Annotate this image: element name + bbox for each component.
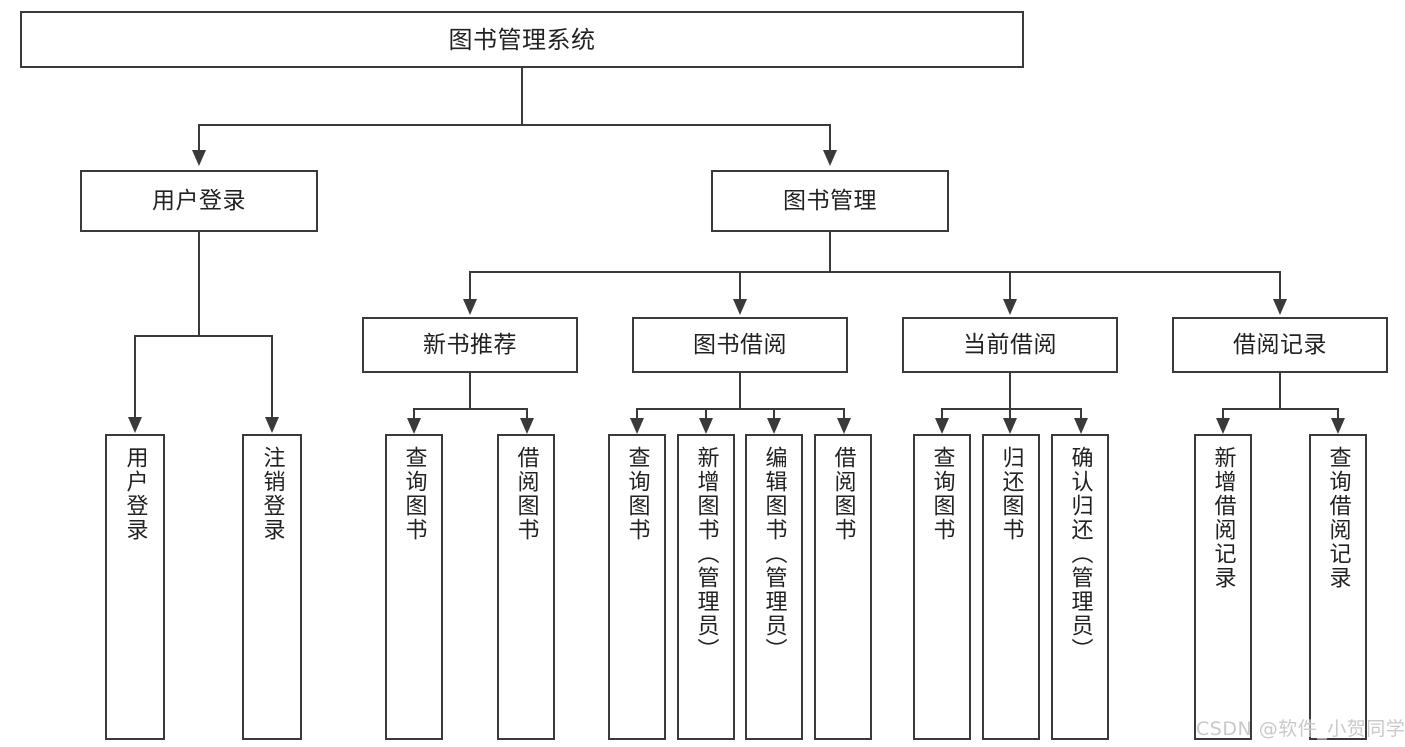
connector-newbook-bus bbox=[413, 408, 527, 410]
node-label: 归还图书 bbox=[998, 446, 1024, 542]
leaf-borrow-edit-book-admin[interactable]: 编辑图书（管理员） bbox=[745, 434, 803, 740]
arrow-borrow-to-leaf4 bbox=[837, 418, 851, 434]
node-label: 借阅图书 bbox=[830, 446, 856, 542]
connector-root-to-login bbox=[198, 124, 200, 152]
node-label: 查询借阅记录 bbox=[1325, 446, 1351, 590]
arrow-borrow-to-leaf1 bbox=[630, 418, 644, 434]
connector-login-stem bbox=[198, 232, 200, 336]
connector-borrow-to-leaf1 bbox=[636, 408, 638, 420]
node-root-system[interactable]: 图书管理系统 bbox=[20, 11, 1024, 68]
node-current-borrow[interactable]: 当前借阅 bbox=[902, 317, 1118, 373]
leaf-newbook-borrow-books[interactable]: 借阅图书 bbox=[497, 434, 555, 740]
connector-bookmgmt-to-newbook bbox=[469, 271, 471, 301]
arrow-current-to-leaf2 bbox=[1003, 418, 1017, 434]
node-new-book-recommend[interactable]: 新书推荐 bbox=[362, 317, 578, 373]
connector-borrow-bus bbox=[636, 408, 844, 410]
node-label: 查询图书 bbox=[624, 446, 650, 542]
leaf-current-return-books[interactable]: 归还图书 bbox=[982, 434, 1040, 740]
arrow-borrow-to-leaf3 bbox=[767, 418, 781, 434]
node-label: 图书借阅 bbox=[693, 331, 787, 358]
node-book-management[interactable]: 图书管理 bbox=[711, 170, 949, 232]
arrow-record-to-leaf2 bbox=[1331, 418, 1345, 434]
leaf-user-login[interactable]: 用户登录 bbox=[105, 434, 165, 740]
node-book-borrow[interactable]: 图书借阅 bbox=[632, 317, 848, 373]
connector-borrow-to-leaf2 bbox=[705, 408, 707, 420]
connector-root-stem bbox=[521, 68, 523, 124]
connector-record-stem bbox=[1279, 373, 1281, 409]
arrow-login-to-leaf1 bbox=[128, 417, 142, 433]
connector-bookmgmt-to-record bbox=[1279, 271, 1281, 301]
connector-current-stem bbox=[1009, 373, 1011, 409]
node-label: 图书管理 bbox=[783, 187, 877, 214]
connector-bookmgmt-to-borrow bbox=[739, 271, 741, 301]
leaf-newbook-query-books[interactable]: 查询图书 bbox=[385, 434, 443, 740]
connector-bookmgmt-bus bbox=[469, 271, 1280, 273]
node-label: 编辑图书（管理员） bbox=[761, 446, 787, 662]
connector-current-bus bbox=[941, 408, 1081, 410]
node-label: 新增借阅记录 bbox=[1210, 446, 1236, 590]
connector-current-to-leaf1 bbox=[941, 408, 943, 420]
node-label: 新书推荐 bbox=[423, 331, 517, 358]
arrow-bookmgmt-to-current bbox=[1003, 299, 1017, 315]
node-label: 借阅图书 bbox=[513, 446, 539, 542]
node-label: 用户登录 bbox=[152, 187, 246, 214]
connector-root-to-bookmgmt bbox=[829, 124, 831, 152]
connector-login-bus bbox=[134, 335, 272, 337]
node-label: 用户登录 bbox=[122, 446, 148, 542]
connector-current-to-leaf3 bbox=[1080, 408, 1082, 420]
node-label: 借阅记录 bbox=[1233, 331, 1327, 358]
connector-login-to-leaf1 bbox=[134, 335, 136, 419]
node-label: 注销登录 bbox=[259, 446, 285, 542]
connector-record-bus bbox=[1222, 408, 1338, 410]
connector-bookmgmt-stem bbox=[829, 232, 831, 272]
leaf-borrow-add-book-admin[interactable]: 新增图书（管理员） bbox=[677, 434, 735, 740]
arrow-newbook-to-leaf2 bbox=[520, 418, 534, 434]
connector-bookmgmt-to-current bbox=[1009, 271, 1011, 301]
connector-newbook-stem bbox=[469, 373, 471, 409]
connector-current-to-leaf2 bbox=[1009, 408, 1011, 420]
node-borrow-record[interactable]: 借阅记录 bbox=[1172, 317, 1388, 373]
connector-borrow-to-leaf4 bbox=[843, 408, 845, 420]
arrow-root-to-bookmgmt bbox=[823, 150, 837, 166]
leaf-borrow-query-books[interactable]: 查询图书 bbox=[608, 434, 666, 740]
node-label: 查询图书 bbox=[401, 446, 427, 542]
arrow-borrow-to-leaf2 bbox=[699, 418, 713, 434]
arrow-bookmgmt-to-borrow bbox=[733, 299, 747, 315]
arrow-bookmgmt-to-newbook bbox=[463, 299, 477, 315]
node-label: 图书管理系统 bbox=[448, 25, 596, 54]
connector-root-bus bbox=[198, 124, 830, 126]
arrow-bookmgmt-to-record bbox=[1273, 299, 1287, 315]
leaf-borrow-borrow-books[interactable]: 借阅图书 bbox=[814, 434, 872, 740]
arrow-root-to-login bbox=[192, 150, 206, 166]
node-label: 确认归还（管理员） bbox=[1067, 446, 1093, 662]
connector-newbook-to-leaf2 bbox=[526, 408, 528, 420]
arrow-record-to-leaf1 bbox=[1216, 418, 1230, 434]
arrow-current-to-leaf3 bbox=[1074, 418, 1088, 434]
node-label: 查询图书 bbox=[929, 446, 955, 542]
leaf-record-query-borrow-record[interactable]: 查询借阅记录 bbox=[1309, 434, 1367, 740]
arrow-login-to-leaf2 bbox=[265, 417, 279, 433]
node-label: 新增图书（管理员） bbox=[693, 446, 719, 662]
leaf-current-query-books[interactable]: 查询图书 bbox=[913, 434, 971, 740]
leaf-current-confirm-return-admin[interactable]: 确认归还（管理员） bbox=[1051, 434, 1109, 740]
connector-record-to-leaf1 bbox=[1222, 408, 1224, 420]
connector-login-to-leaf2 bbox=[271, 335, 273, 419]
connector-newbook-to-leaf1 bbox=[413, 408, 415, 420]
arrow-newbook-to-leaf1 bbox=[407, 418, 421, 434]
leaf-logout[interactable]: 注销登录 bbox=[242, 434, 302, 740]
connector-borrow-to-leaf3 bbox=[773, 408, 775, 420]
connector-record-to-leaf2 bbox=[1337, 408, 1339, 420]
node-label: 当前借阅 bbox=[963, 331, 1057, 358]
node-user-login[interactable]: 用户登录 bbox=[80, 170, 318, 232]
connector-borrow-stem bbox=[739, 373, 741, 409]
arrow-current-to-leaf1 bbox=[935, 418, 949, 434]
leaf-record-add-borrow-record[interactable]: 新增借阅记录 bbox=[1194, 434, 1252, 740]
